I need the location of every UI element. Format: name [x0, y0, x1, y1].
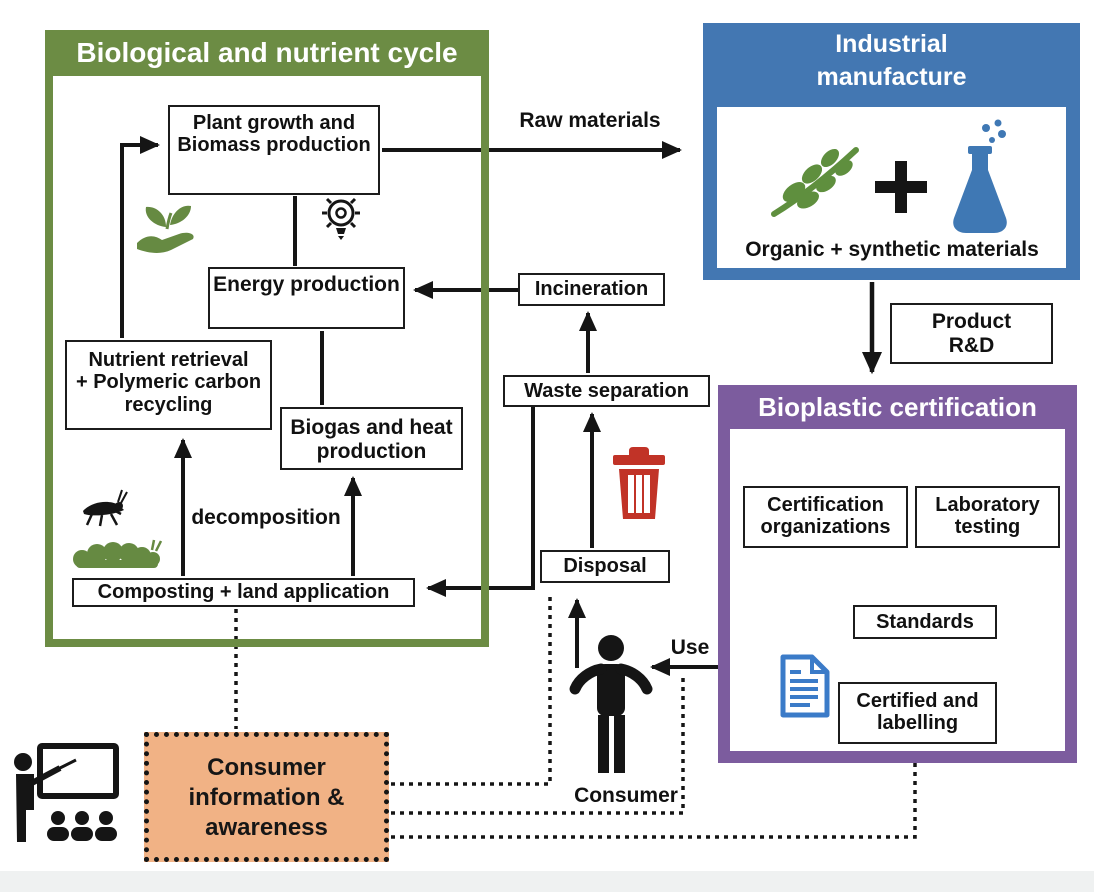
- grasshopper-icon: [83, 489, 128, 527]
- nutrient-retrieval-box: Nutrient retrieval + Polymeric carbon re…: [65, 340, 272, 430]
- use-label: Use: [670, 636, 710, 659]
- consumer-label: Consumer: [574, 784, 678, 807]
- trash-icon: [613, 447, 665, 519]
- incineration-box: Incineration: [518, 273, 665, 306]
- consumer-person-icon: [569, 635, 653, 773]
- audience-icons: [47, 811, 117, 841]
- cert-orgs-box: Certification organizations: [743, 486, 908, 548]
- caterpillar-icon: [73, 539, 163, 568]
- certification-title: Bioplastic certification: [718, 385, 1077, 429]
- industrial-manufacture-title: Industrial manufacture: [816, 30, 967, 91]
- lab-testing-box: Laboratory testing: [915, 486, 1060, 548]
- lightbulb-icon: [322, 197, 360, 240]
- raw-materials-label: Raw materials: [519, 109, 661, 132]
- certified-labelling-box: Certified and labelling: [838, 682, 997, 744]
- teacher-presentation-icon: [14, 743, 119, 842]
- product-rd-box: Product R&D: [890, 303, 1053, 364]
- flask-icon: [953, 119, 1007, 233]
- energy-production-box: Energy production: [208, 267, 405, 329]
- disposal-box: Disposal: [540, 550, 670, 583]
- decomposition-label: decomposition: [191, 506, 341, 529]
- biological-cycle-title: Biological and nutrient cycle: [45, 30, 489, 76]
- biogas-box: Biogas and heat production: [280, 407, 463, 470]
- organic-synthetic-caption: Organic + synthetic materials: [745, 238, 1039, 261]
- plant-growth-box: Plant growth and Biomass production: [168, 105, 380, 195]
- standards-box: Standards: [853, 605, 997, 639]
- leaf-branch-icon: [771, 147, 859, 217]
- plus-icon: [875, 161, 927, 213]
- page-bottom-strip: [0, 871, 1094, 892]
- consumer-awareness-box: Consumer information & awareness: [144, 732, 389, 862]
- waste-separation-box: Waste separation: [503, 375, 710, 407]
- composting-box: Composting + land application: [72, 578, 415, 607]
- hand-plant-icon: [137, 205, 194, 253]
- document-icon: [780, 654, 830, 718]
